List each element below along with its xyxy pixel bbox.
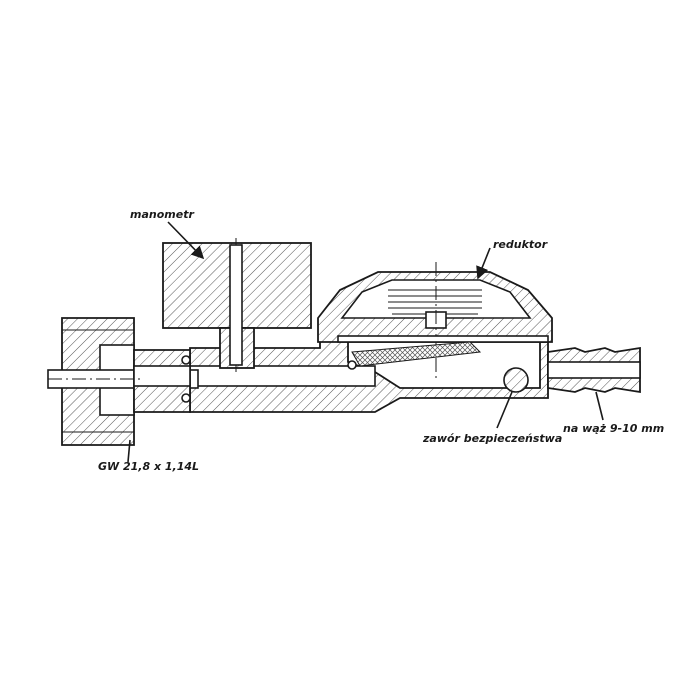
thread-label: GW 21,8 x 1,14L — [98, 460, 199, 473]
reducer-label: reduktor — [493, 238, 548, 251]
safety-valve — [503, 367, 529, 393]
safety-valve-label: zawór bezpieczeństwa — [422, 432, 562, 445]
manometer — [162, 238, 312, 372]
hose-label: na wąż 9-10 mm — [563, 422, 664, 435]
inlet-nut — [47, 317, 199, 446]
manometer-label: manometr — [130, 208, 194, 221]
hose-barb — [547, 346, 641, 394]
label-leaders — [127, 221, 604, 463]
reducer — [317, 262, 553, 380]
spring — [388, 289, 482, 315]
